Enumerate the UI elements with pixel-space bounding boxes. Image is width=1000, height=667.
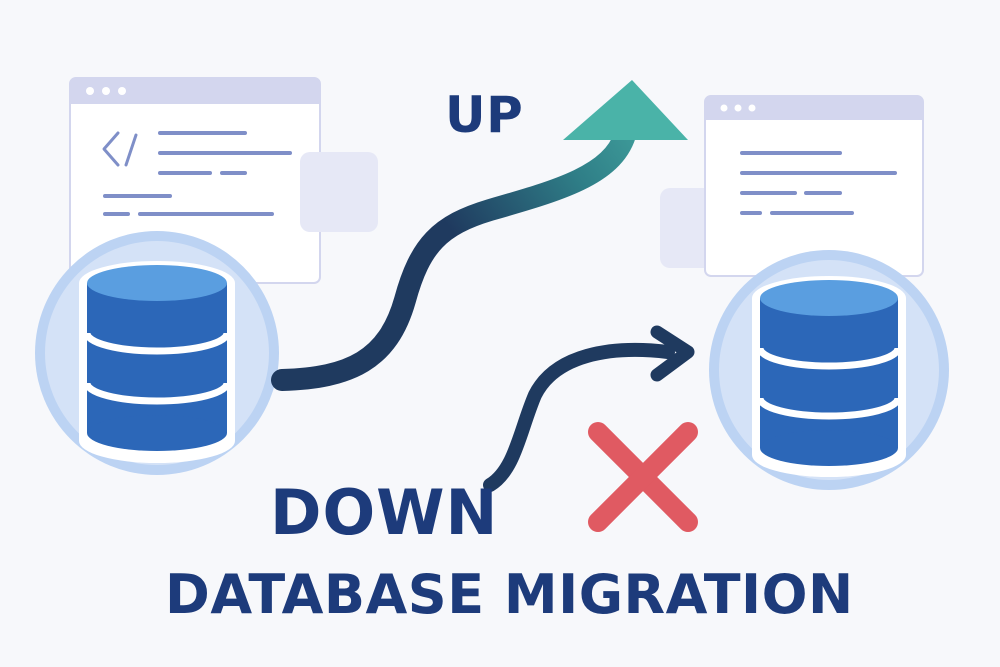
target-database-icon: [709, 250, 949, 490]
down-label: DOWN: [270, 476, 499, 549]
cross-icon: [588, 422, 698, 532]
source-database-icon: [35, 231, 279, 475]
arrow-right-icon: [483, 325, 695, 492]
diagram-title: DATABASE MIGRATION: [165, 563, 854, 626]
code-window-icon: [69, 77, 378, 284]
document-window-icon: [660, 95, 924, 277]
up-label: UP: [445, 86, 524, 144]
arrow-up-icon: [271, 80, 688, 391]
